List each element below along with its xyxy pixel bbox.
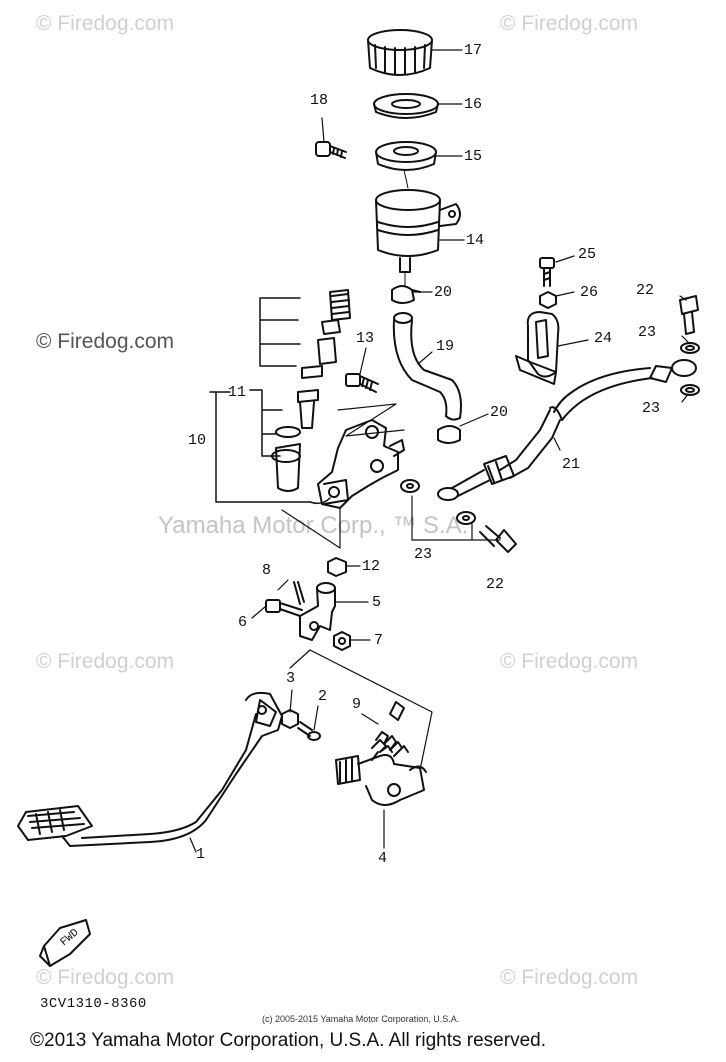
pedal-nut [281,709,299,729]
callout-11: 11 [228,384,247,401]
callout-25: 25 [578,246,597,263]
reservoir-hose [392,312,462,421]
callout-20-lower: 20 [490,404,509,421]
watermark-top-right: © Firedog.com [500,12,639,35]
return-spring [371,701,409,761]
callout-24: 24 [594,330,613,347]
bracket-nut [539,291,557,309]
callout-10: 10 [188,432,207,449]
union-bolt-lower [479,525,517,553]
reservoir-tank [375,189,461,273]
diaphragm [375,141,437,171]
callout-15: 15 [464,148,483,165]
watermark-lower-right: © Firedog.com [500,650,639,673]
reservoir-cap [367,29,433,76]
callout-2: 2 [318,688,328,705]
pivot-shaft [335,754,427,806]
clevis-pin [265,599,303,617]
callout-26: 26 [580,284,599,301]
callout-9: 9 [352,696,362,713]
callout-20-top: 20 [434,284,453,301]
callout-7: 7 [374,632,384,649]
master-cylinder-bolt [345,373,379,393]
cotter-pin [293,581,305,605]
pushrod-nut [327,557,347,577]
leader-lines [189,49,691,853]
watermark-lower-left: © Firedog.com [36,650,175,673]
callout-18: 18 [310,92,329,109]
callout-12: 12 [362,558,381,575]
clevis [299,582,336,641]
callout-3: 3 [286,670,296,687]
watermark-bottom-right: © Firedog.com [500,966,639,989]
hose-clamp-top [391,285,421,304]
callout-5: 5 [372,594,382,611]
watermark-top-left: © Firedog.com [36,12,175,35]
watermark-mid-left: © Firedog.com [36,330,175,353]
fwd-arrow [39,919,91,967]
bracket-lines [209,297,331,505]
callout-13: 13 [356,330,375,347]
callout-8: 8 [262,562,272,579]
diaphragm-plate [373,93,439,119]
callout-1: 1 [196,846,206,863]
brake-pedal [17,691,283,847]
footer-copyright: ©2013 Yamaha Motor Corporation, U.S.A. A… [30,1030,546,1051]
callout-14: 14 [466,232,485,249]
callout-23-right: 23 [642,400,661,417]
callout-22-top: 22 [636,282,655,299]
bracket-bolt [539,257,555,287]
callout-23-top: 23 [638,324,657,341]
fine-print-copyright: (c) 2005-2015 Yamaha Motor Corporation, … [262,1014,460,1024]
hose-holder-bracket [515,311,560,385]
pedal-bolt [297,721,321,741]
callout-22-lower: 22 [486,576,505,593]
callout-19: 19 [436,338,455,355]
master-cylinder-body [317,419,405,509]
brake-hose [437,359,697,501]
watermark-center: Yamaha Motor Corp., ™ S.A. [158,512,469,539]
clevis-nut [333,631,351,651]
union-bolt-top [679,295,699,335]
callout-6: 6 [238,614,248,631]
watermark-bottom-left: © Firedog.com [36,966,175,989]
washers-right [680,342,700,396]
callout-23-lower: 23 [414,546,433,563]
callout-21: 21 [562,456,581,473]
reservoir-screw [315,141,347,159]
callout-17: 17 [464,42,483,59]
hose-clamp-lower [437,425,461,444]
callout-4: 4 [378,850,388,867]
callout-16: 16 [464,96,483,113]
washers-lower [400,479,476,525]
diagram-code: 3CV1310-8360 [40,996,147,1012]
